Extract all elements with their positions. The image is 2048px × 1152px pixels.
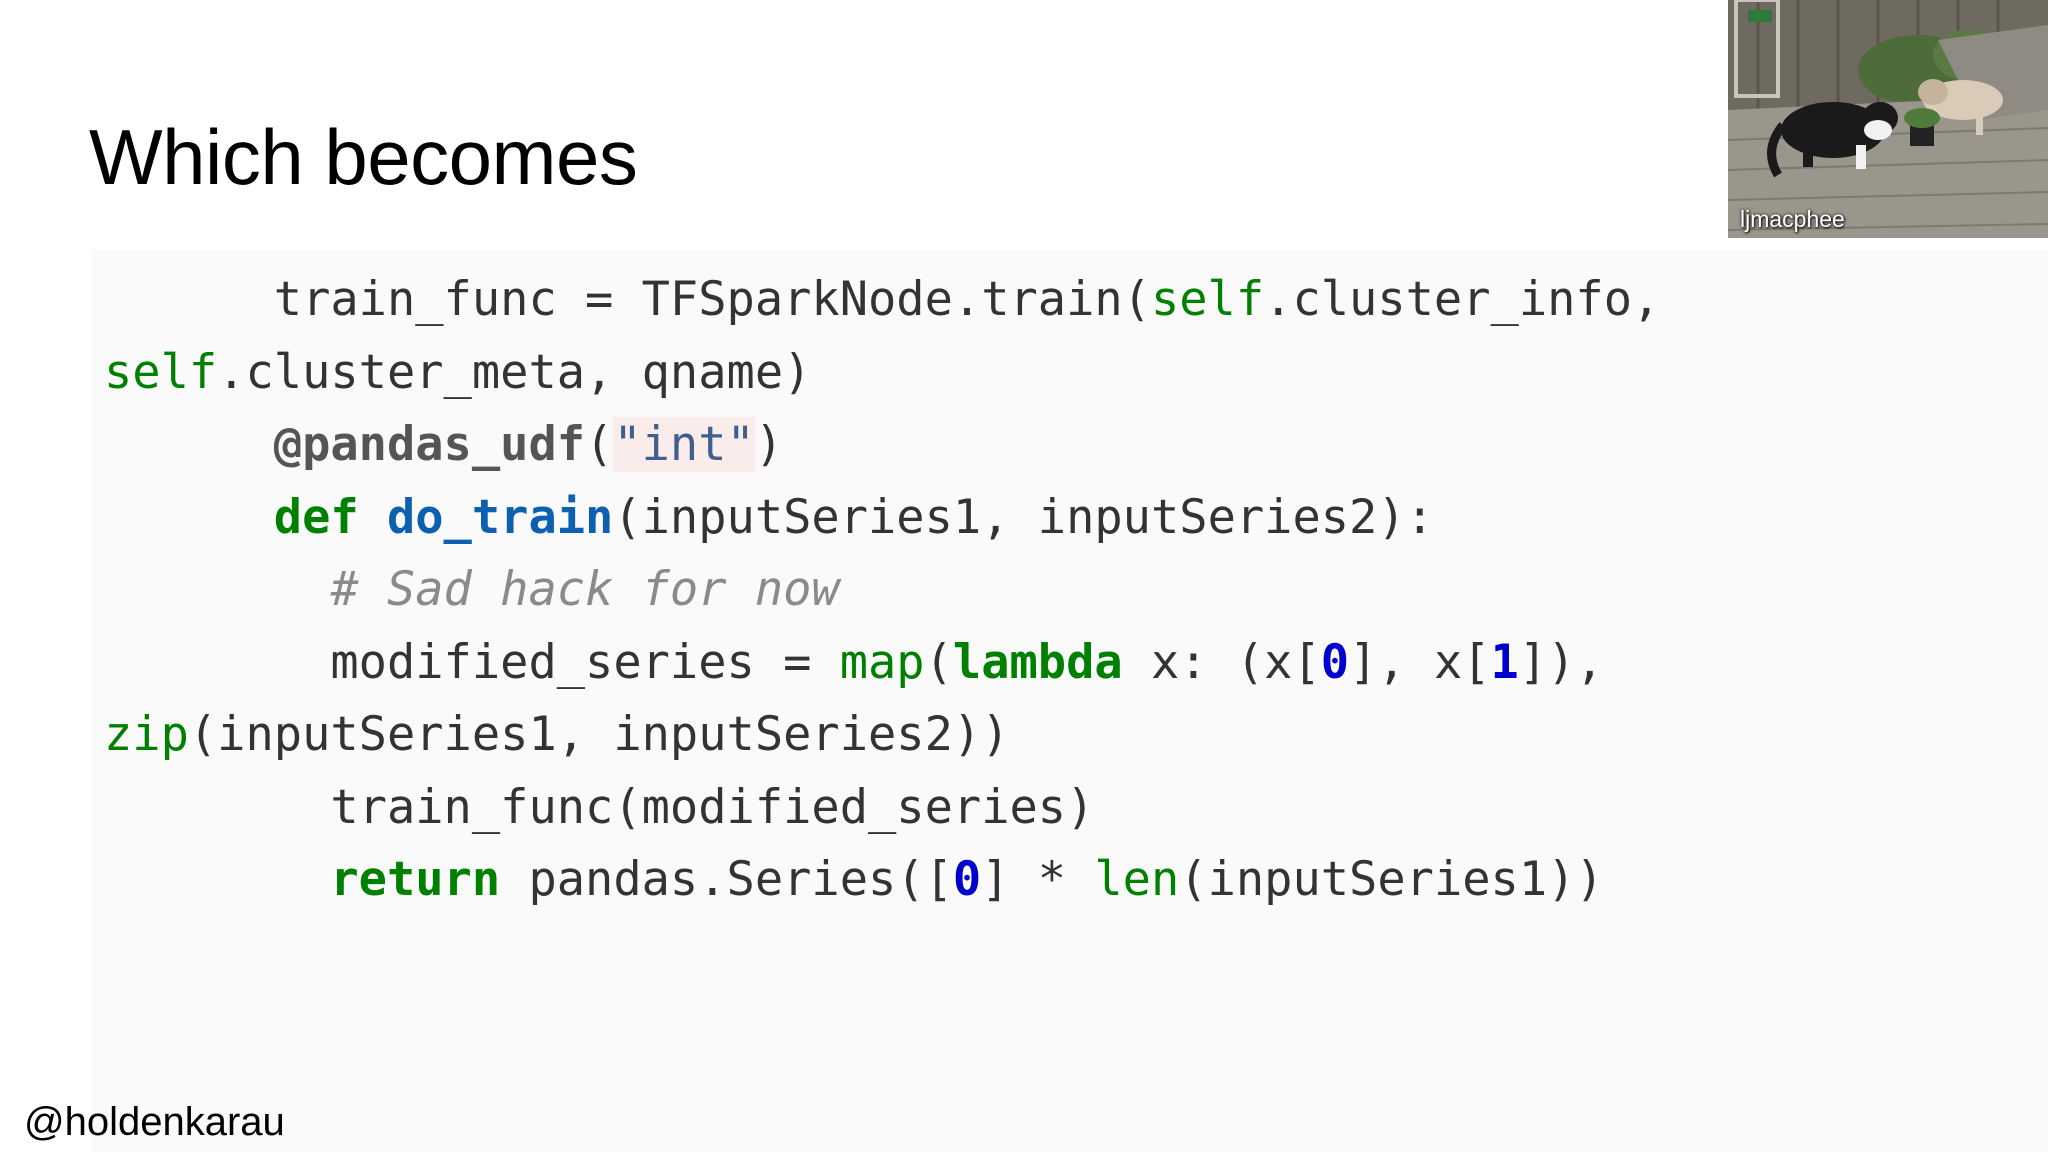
code-token: # Sad hack for now [330,562,840,617]
code-line: # Sad hack for now [104,554,1660,627]
code-line: @pandas_udf("int") [104,409,1660,482]
slide-title: Which becomes [89,113,638,201]
code-token [104,562,330,617]
code-token: .cluster_info, [1264,272,1661,327]
code-line: zip(inputSeries1, inputSeries2)) [104,699,1660,772]
code-token: train_func = TFSparkNode.train( [104,272,1151,327]
code-token: (inputSeries1, inputSeries2)) [188,707,1010,762]
code-token: 0 [952,852,982,907]
code-token: x: (x[ [1122,634,1321,690]
code-line: modified_series = map(lambda x: (x[0], x… [104,627,1660,700]
code-token: ]), [1518,634,1604,690]
webcam-cat-photo [1728,0,2048,238]
code-token: lambda [952,634,1123,690]
code-token: "int" [613,417,755,472]
code-token: do_train [386,489,614,545]
code-token: (inputSeries1, inputSeries2): [613,489,1434,545]
code-token: ) [754,417,784,472]
code-line: return pandas.Series([0] * len(inputSeri… [104,844,1660,917]
code-line: train_func(modified_series) [104,772,1660,845]
webcam-thumbnail[interactable]: ljmacphee [1728,0,2048,238]
code-token: (inputSeries1)) [1179,852,1604,907]
code-token: len [1094,852,1180,907]
code-token: .cluster_meta, qname) [217,344,812,400]
code-line: train_func = TFSparkNode.train(self.clus… [104,264,1661,337]
code-token [359,490,387,545]
code-block: train_func = TFSparkNode.train(self.clus… [104,264,1660,917]
code-token: pandas.Series([ [500,852,953,907]
code-token: train_func(modified_series) [104,779,1095,835]
code-panel [92,250,2048,1152]
code-token: ( [924,634,953,690]
code-token [104,852,330,907]
code-token: return [330,852,501,907]
code-token: @pandas_udf [273,417,586,472]
code-token: ], x[ [1349,634,1491,690]
code-token: map [839,634,925,690]
code-token: def [273,489,359,545]
code-token: zip [104,707,189,762]
code-line: self.cluster_meta, qname) [104,337,1660,410]
code-token: ( [585,417,614,472]
code-token: ] * [981,852,1095,907]
code-token: modified_series = [104,634,840,690]
code-token [104,490,274,545]
code-token: self [1150,272,1265,327]
code-line: def do_train(inputSeries1, inputSeries2)… [104,482,1660,555]
speaker-handle: @holdenkarau [24,1100,285,1144]
webcam-participant-name: ljmacphee [1740,206,1845,232]
code-token: 1 [1490,634,1519,690]
code-token: self [104,344,218,400]
code-token: 0 [1320,634,1350,690]
code-token [104,417,274,472]
